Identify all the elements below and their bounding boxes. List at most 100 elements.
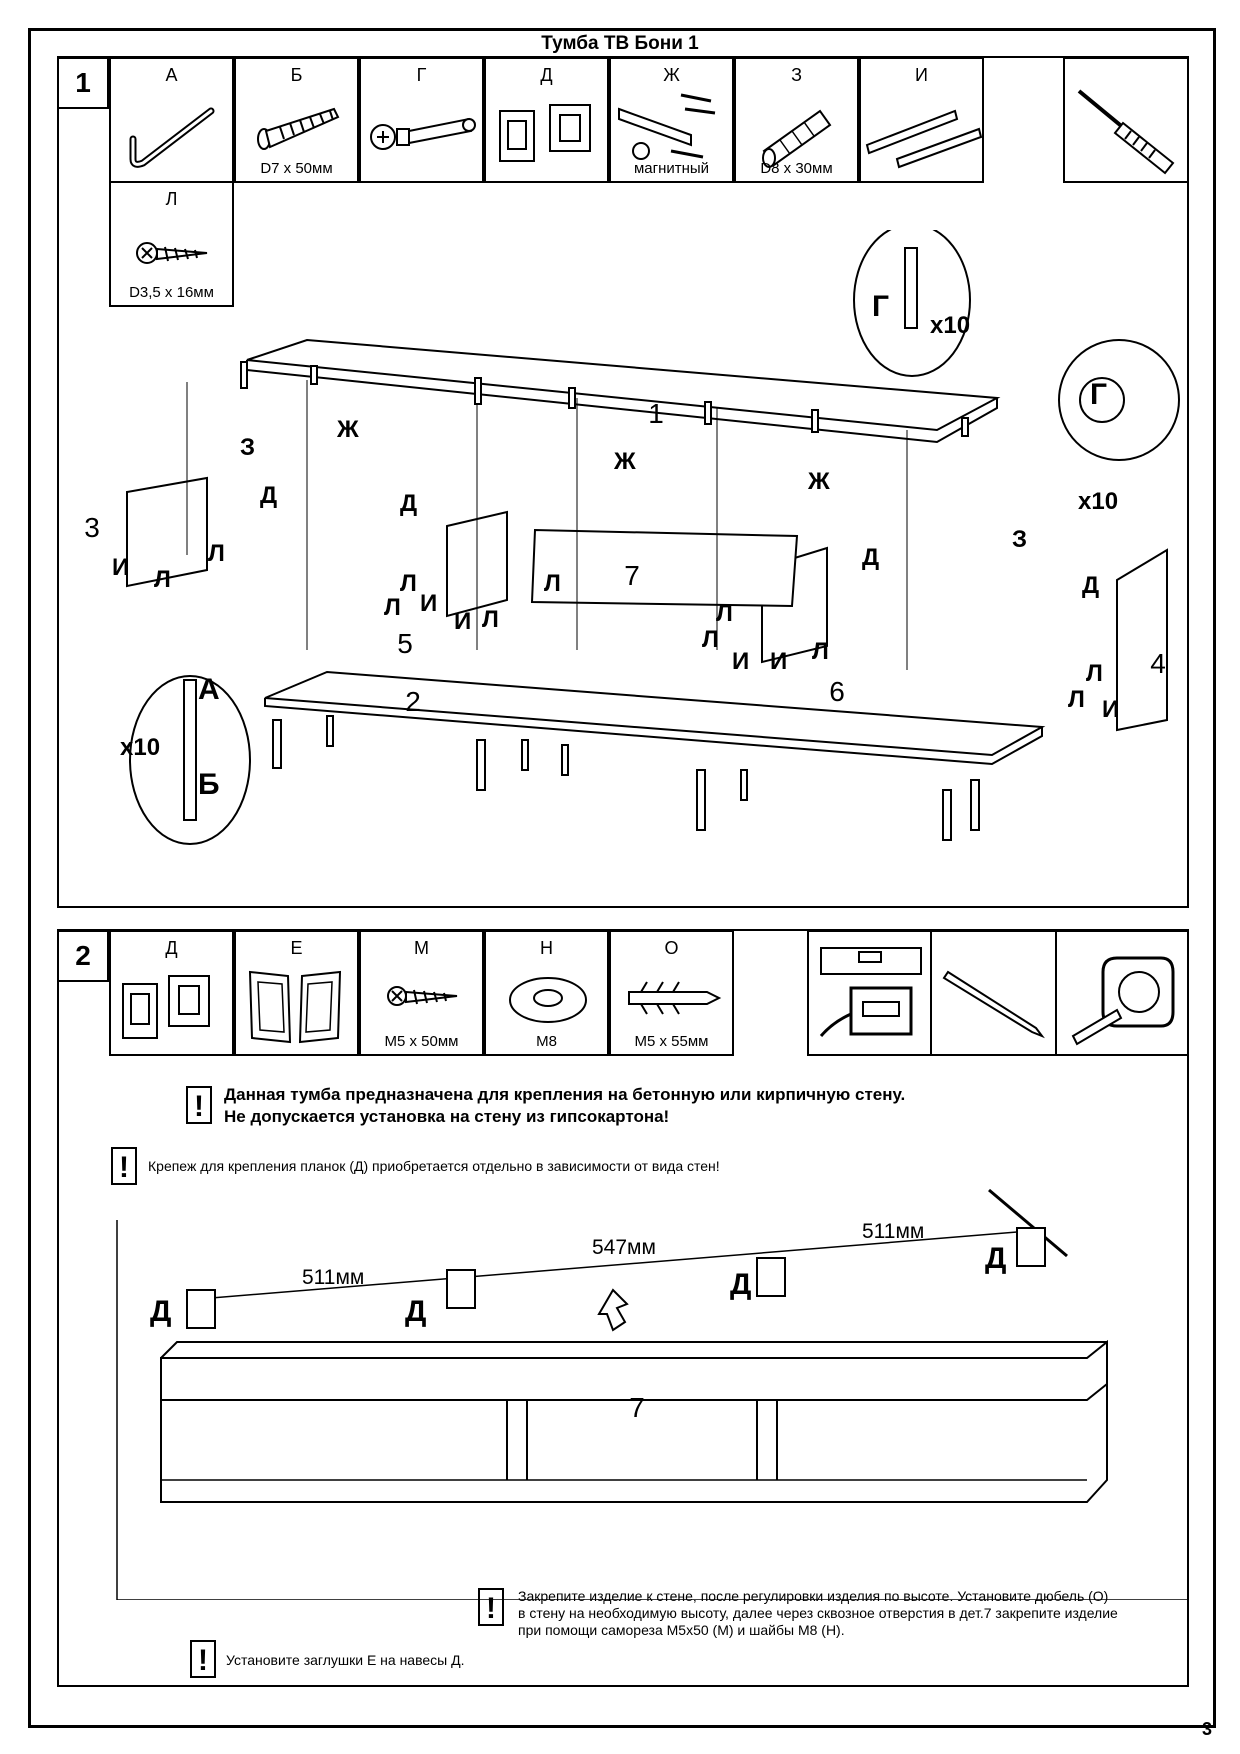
label-l: Л [702,626,719,653]
label-l: Л [400,570,417,597]
tape-measure-icon [1071,956,1175,1046]
pencil-icon [942,970,1045,1039]
wall-hanger-icon [499,104,591,162]
part-z-cell: З D8 x 30мм [734,57,859,183]
label-d: Д [400,490,418,517]
wood-screw-icon [136,242,208,264]
part-letter: А [165,65,178,85]
label-l: Л [154,566,171,593]
callout-g-right: Г [1090,378,1108,411]
part-a-cell: А [109,57,234,183]
warning-icon: ! [186,1086,212,1124]
part-letter: Н [540,938,553,958]
wooden-dowel-icon [762,109,832,168]
warning-fasteners: Крепеж для крепления планок (Д) приобрет… [148,1158,720,1174]
instruction-line3: при помощи самореза М5х50 (М) и шайбы М8… [518,1622,845,1638]
confirmat-screw-icon [257,107,340,150]
allen-key-icon [129,107,215,168]
warning-icon: ! [190,1640,216,1678]
warning-icon: ! [111,1147,137,1185]
label-d: Д [862,544,880,571]
page-frame [28,28,1216,1728]
warning-main-line2: Не допускается установка на стену из гип… [224,1107,670,1126]
part-caption: магнитный [633,160,710,177]
label-d: Д [1082,572,1100,599]
part-letter: З [791,65,802,85]
label-i: И [770,648,788,675]
dimension-middle: 547мм [592,1236,656,1259]
screw-icon [387,986,458,1006]
label-l: Л [544,570,561,597]
label-i: И [1102,696,1120,723]
panel-number-7: 7 [624,560,640,591]
step2-number: 2 [75,940,91,971]
label-i: И [420,590,438,617]
tool-pencil-cell [930,930,1057,1056]
part-d-cell: Д [484,57,609,183]
dimension-right: 511мм [862,1220,925,1243]
part-i-cell: И [859,57,984,183]
label-i: И [454,608,472,635]
magnetic-latch-icon [618,93,716,160]
step1-number: 1 [75,67,91,98]
label-z: З [1012,526,1028,553]
part-g-cell: Г [359,57,484,183]
step2-mounting-diagram [116,1188,1189,1600]
hanger-label: Д [150,1295,172,1328]
part-caption: M5 x 50мм [384,1033,459,1050]
panel-number-6: 6 [829,676,845,707]
callout-b-left: Б [198,768,220,801]
part-caption: D3,5 x 16мм [129,284,214,301]
label-l: Л [208,540,225,567]
label-i: И [732,648,750,675]
part-b-cell: Б D7 x 50мм [234,57,359,183]
dimension-left: 511мм [302,1266,365,1289]
part-m-cell: М M5 x 50мм [359,930,484,1056]
hanger-label: Д [405,1295,427,1328]
step1-assembly-diagram [126,230,1180,845]
tool-level-cell [807,930,932,1056]
part-letter: Г [416,65,427,85]
page-number: 3 [1201,1719,1212,1739]
part-letter: И [915,65,928,85]
label-l: Л [482,606,499,633]
cam-lock-icon [370,117,476,150]
part-letter: Ж [663,65,680,85]
hanger-label: Д [985,1242,1007,1275]
label-z: З [240,434,256,461]
screwdriver-icon [1077,89,1175,175]
slide-rail-icon [865,109,983,169]
label-l: Л [1086,660,1103,687]
panel-number-1: 1 [648,398,664,429]
wall-plug-icon [628,981,722,1015]
label-zh: Ж [808,468,830,495]
part-l-cell: Л D3,5 x 16мм [109,181,234,307]
callout-a-left: А [198,673,220,706]
tool-tape-cell [1055,930,1189,1056]
callout-g-right-qty: x10 [1078,488,1119,515]
label-l: Л [384,594,401,621]
label-l: Л [716,600,733,627]
part-e-cell: Е [234,930,359,1056]
part-caption: M8 [536,1033,557,1050]
part-letter: Д [540,65,553,85]
panel-number-3: 3 [84,512,100,543]
caps-note: Установите заглушки Е на навесы Д. [226,1652,465,1668]
label-l: Л [1068,686,1085,713]
step2-number-box: 2 [57,930,109,982]
part-o-cell: О M5 x 55мм [609,930,734,1056]
spirit-level-icon [819,947,922,1037]
part-zh-cell: Ж магнитный [609,57,734,183]
label-zh: Ж [337,416,359,443]
label-d: Д [260,482,278,509]
tool-cell [1063,57,1189,183]
panel-number-2: 2 [405,686,421,717]
hanger-cap-icon [248,970,342,1044]
warning-main-line1: Данная тумба предназначена для крепления… [224,1085,906,1104]
part-letter: Б [290,65,303,85]
part-letter: М [414,938,429,958]
callout-g-top-qty: x10 [930,312,971,339]
part-n-cell: Н M8 [484,930,609,1056]
wall-hanger-icon [122,975,210,1039]
callout-a-left-qty: x10 [120,734,161,761]
